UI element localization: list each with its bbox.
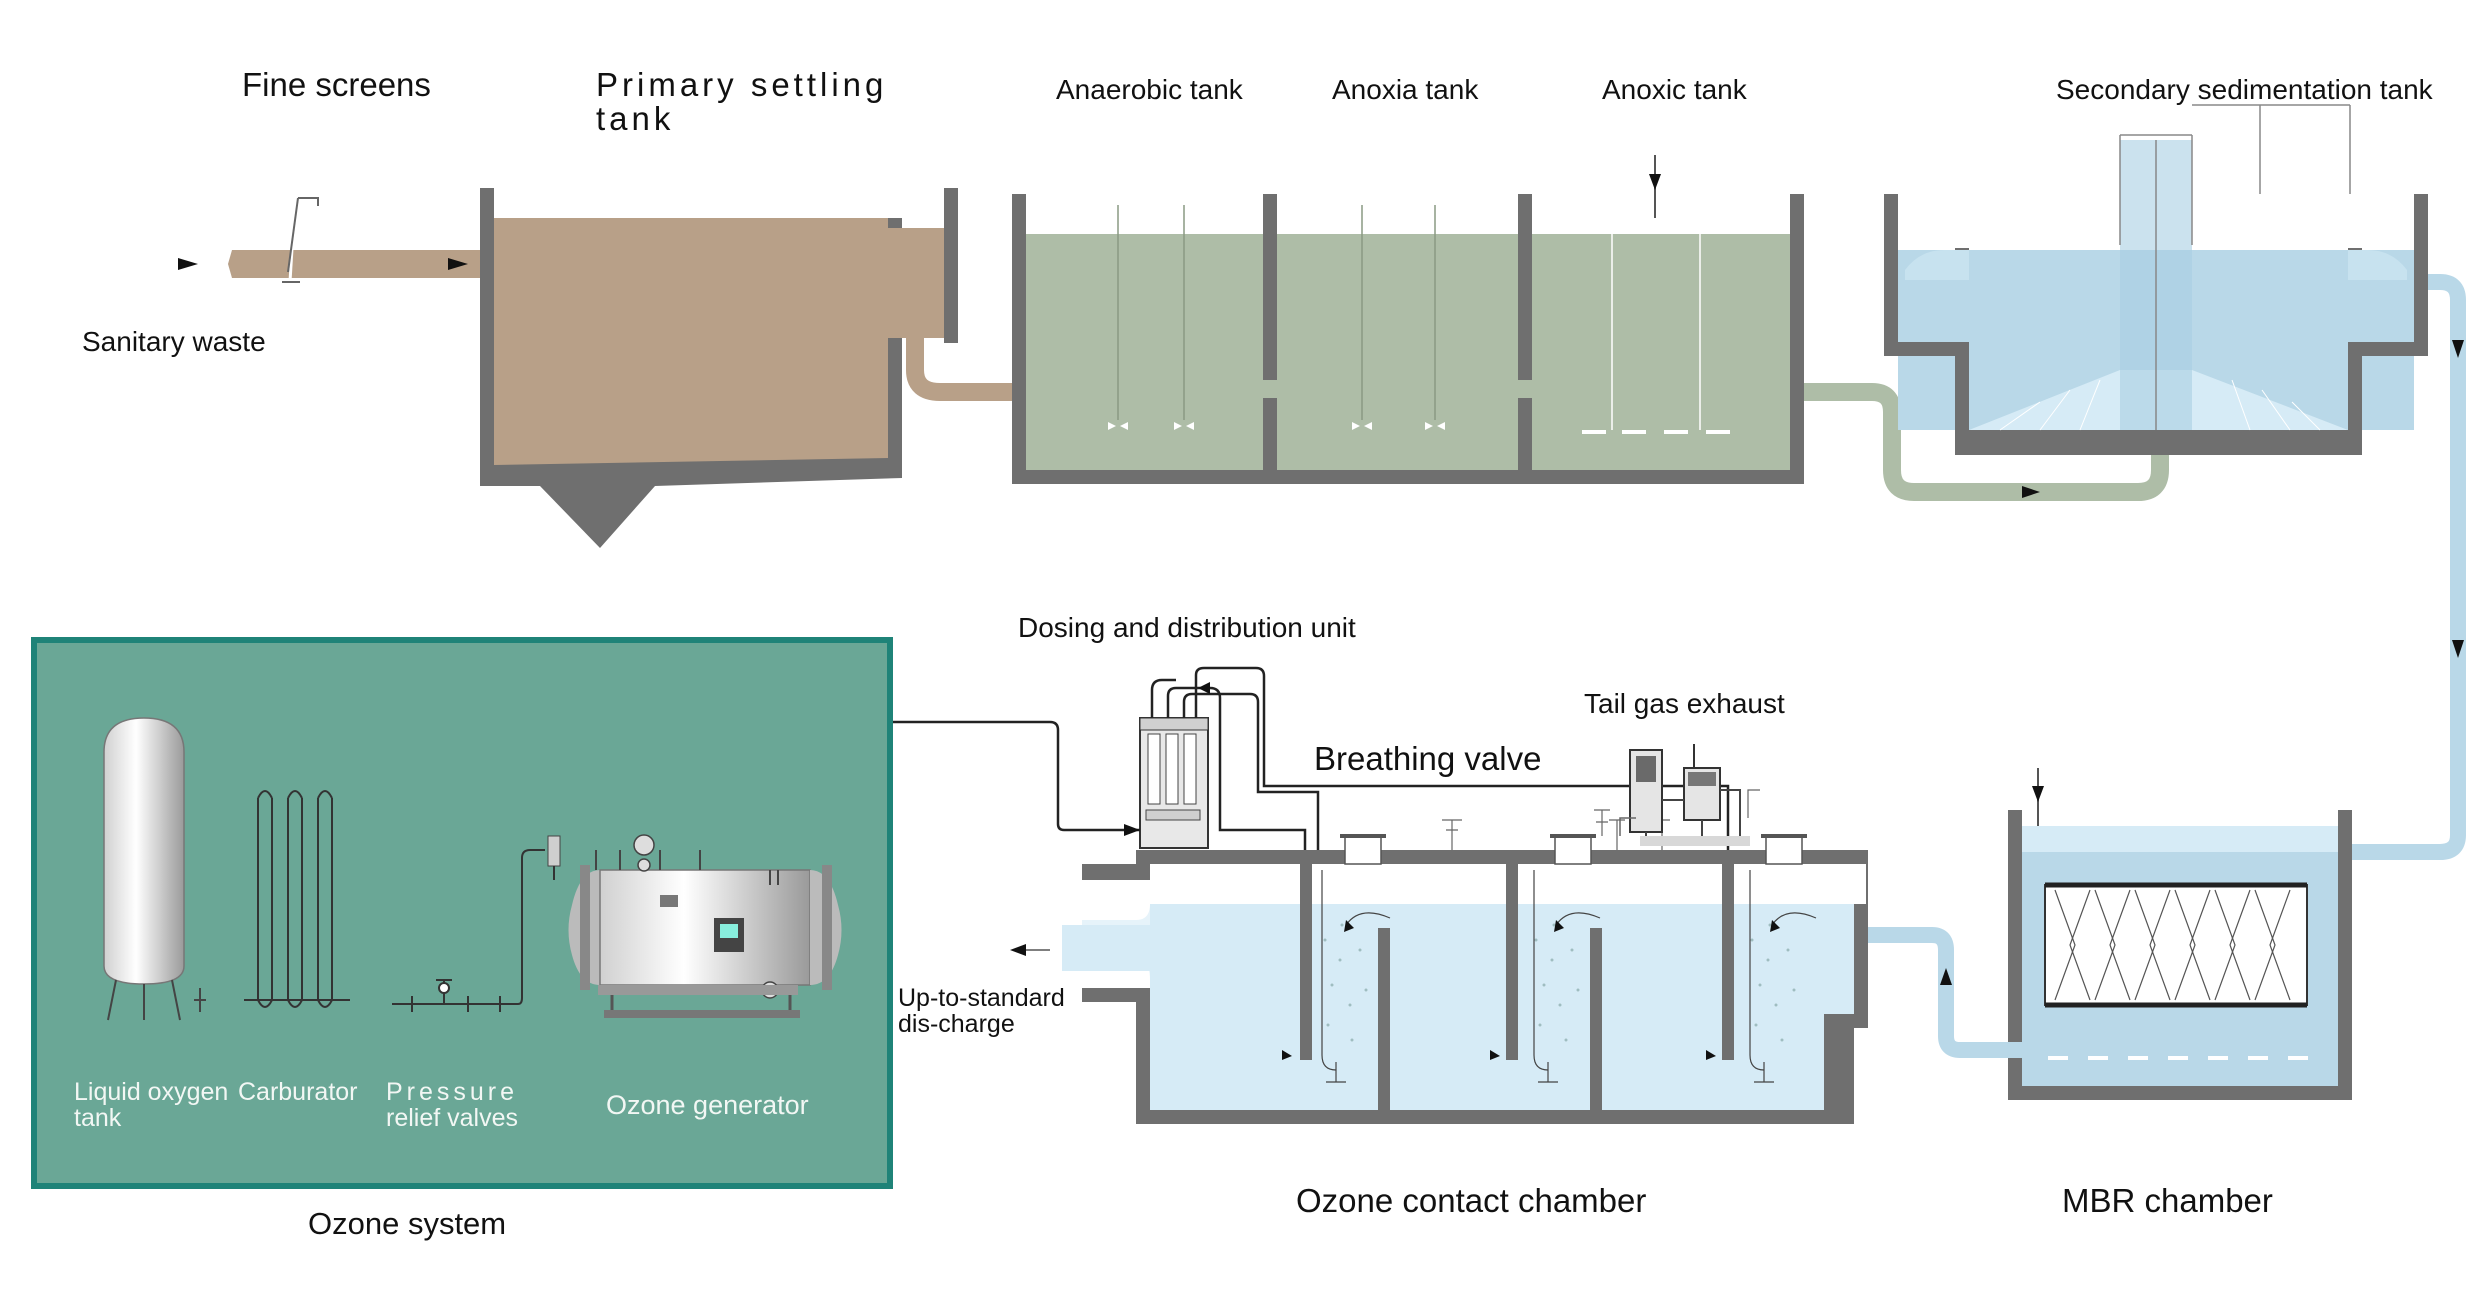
liquid-oxygen-label-line2: tank (74, 1104, 122, 1132)
flow-arrow-up-2 (1940, 968, 1952, 985)
ozone-system-label: Ozone system (308, 1206, 507, 1241)
primary-settling-tank (480, 188, 958, 548)
carburator-label: Carburator (238, 1078, 358, 1106)
pressure-relief-label-line2: relief valves (386, 1104, 518, 1132)
anaerobic-tank-label: Anaerobic tank (1056, 74, 1243, 105)
breathing-valve-label: Breathing valve (1314, 740, 1542, 777)
fine-screens-label: Fine screens (242, 66, 431, 103)
primary-overflow-pipe (906, 330, 1030, 401)
ozone-generator-label: Ozone generator (606, 1090, 809, 1120)
liquid-oxygen-label-line1: Liquid oxygen (74, 1078, 229, 1106)
discharge-label-line1: Up-to-standard (898, 984, 1065, 1012)
biological-tanks (1012, 155, 1804, 484)
flow-arrow-down-2 (2452, 640, 2464, 658)
primary-settling-label-line1: Primary settling (596, 66, 888, 103)
pipe-contact-to-mbr (1868, 927, 2022, 1058)
tail-gas-exhaust-unit (1594, 744, 1760, 846)
pressure-relief-label-line1: Pressure (386, 1078, 519, 1106)
discharge-label-line2: dis-charge (898, 1010, 1015, 1038)
tail-gas-exhaust-label: Tail gas exhaust (1584, 688, 1785, 719)
discharge-arrow (1010, 944, 1026, 956)
dosing-inlet-arrow (1124, 824, 1140, 836)
pipe-to-mbr (2338, 274, 2466, 860)
ozone-contact-chamber (1062, 819, 1868, 1124)
pressure-relief-valves-shape (392, 849, 545, 1012)
primary-settling-label-line2: tank (596, 100, 675, 137)
anoxia-tank-label: Anoxia tank (1332, 74, 1479, 105)
liquid-oxygen-tank-shape (103, 717, 206, 1021)
dosing-unit-label: Dosing and distribution unit (1018, 612, 1356, 643)
inlet-arrow (178, 258, 198, 270)
ozone-system-panel (31, 637, 893, 1189)
secondary-sedimentation-label: Secondary sedimentation tank (2056, 74, 2433, 105)
carburator-shape (244, 790, 350, 1008)
sanitary-waste-label: Sanitary waste (82, 326, 266, 357)
mbr-chamber (2008, 768, 2352, 1100)
pipe-to-secondary (1804, 380, 2169, 501)
flow-arrow (2022, 486, 2040, 498)
mbr-chamber-label: MBR chamber (2062, 1182, 2273, 1219)
ozone-contact-chamber-label: Ozone contact chamber (1296, 1182, 1647, 1219)
dosing-distribution-unit (1139, 666, 1730, 850)
inlet-arrow-2 (448, 258, 468, 270)
ozone-generator-shape (547, 834, 842, 1018)
anoxic-tank-label: Anoxic tank (1602, 74, 1747, 105)
flow-arrow-down-1 (2452, 340, 2464, 358)
secondary-sedimentation-tank (1884, 104, 2428, 455)
inlet-pipe (228, 197, 480, 283)
